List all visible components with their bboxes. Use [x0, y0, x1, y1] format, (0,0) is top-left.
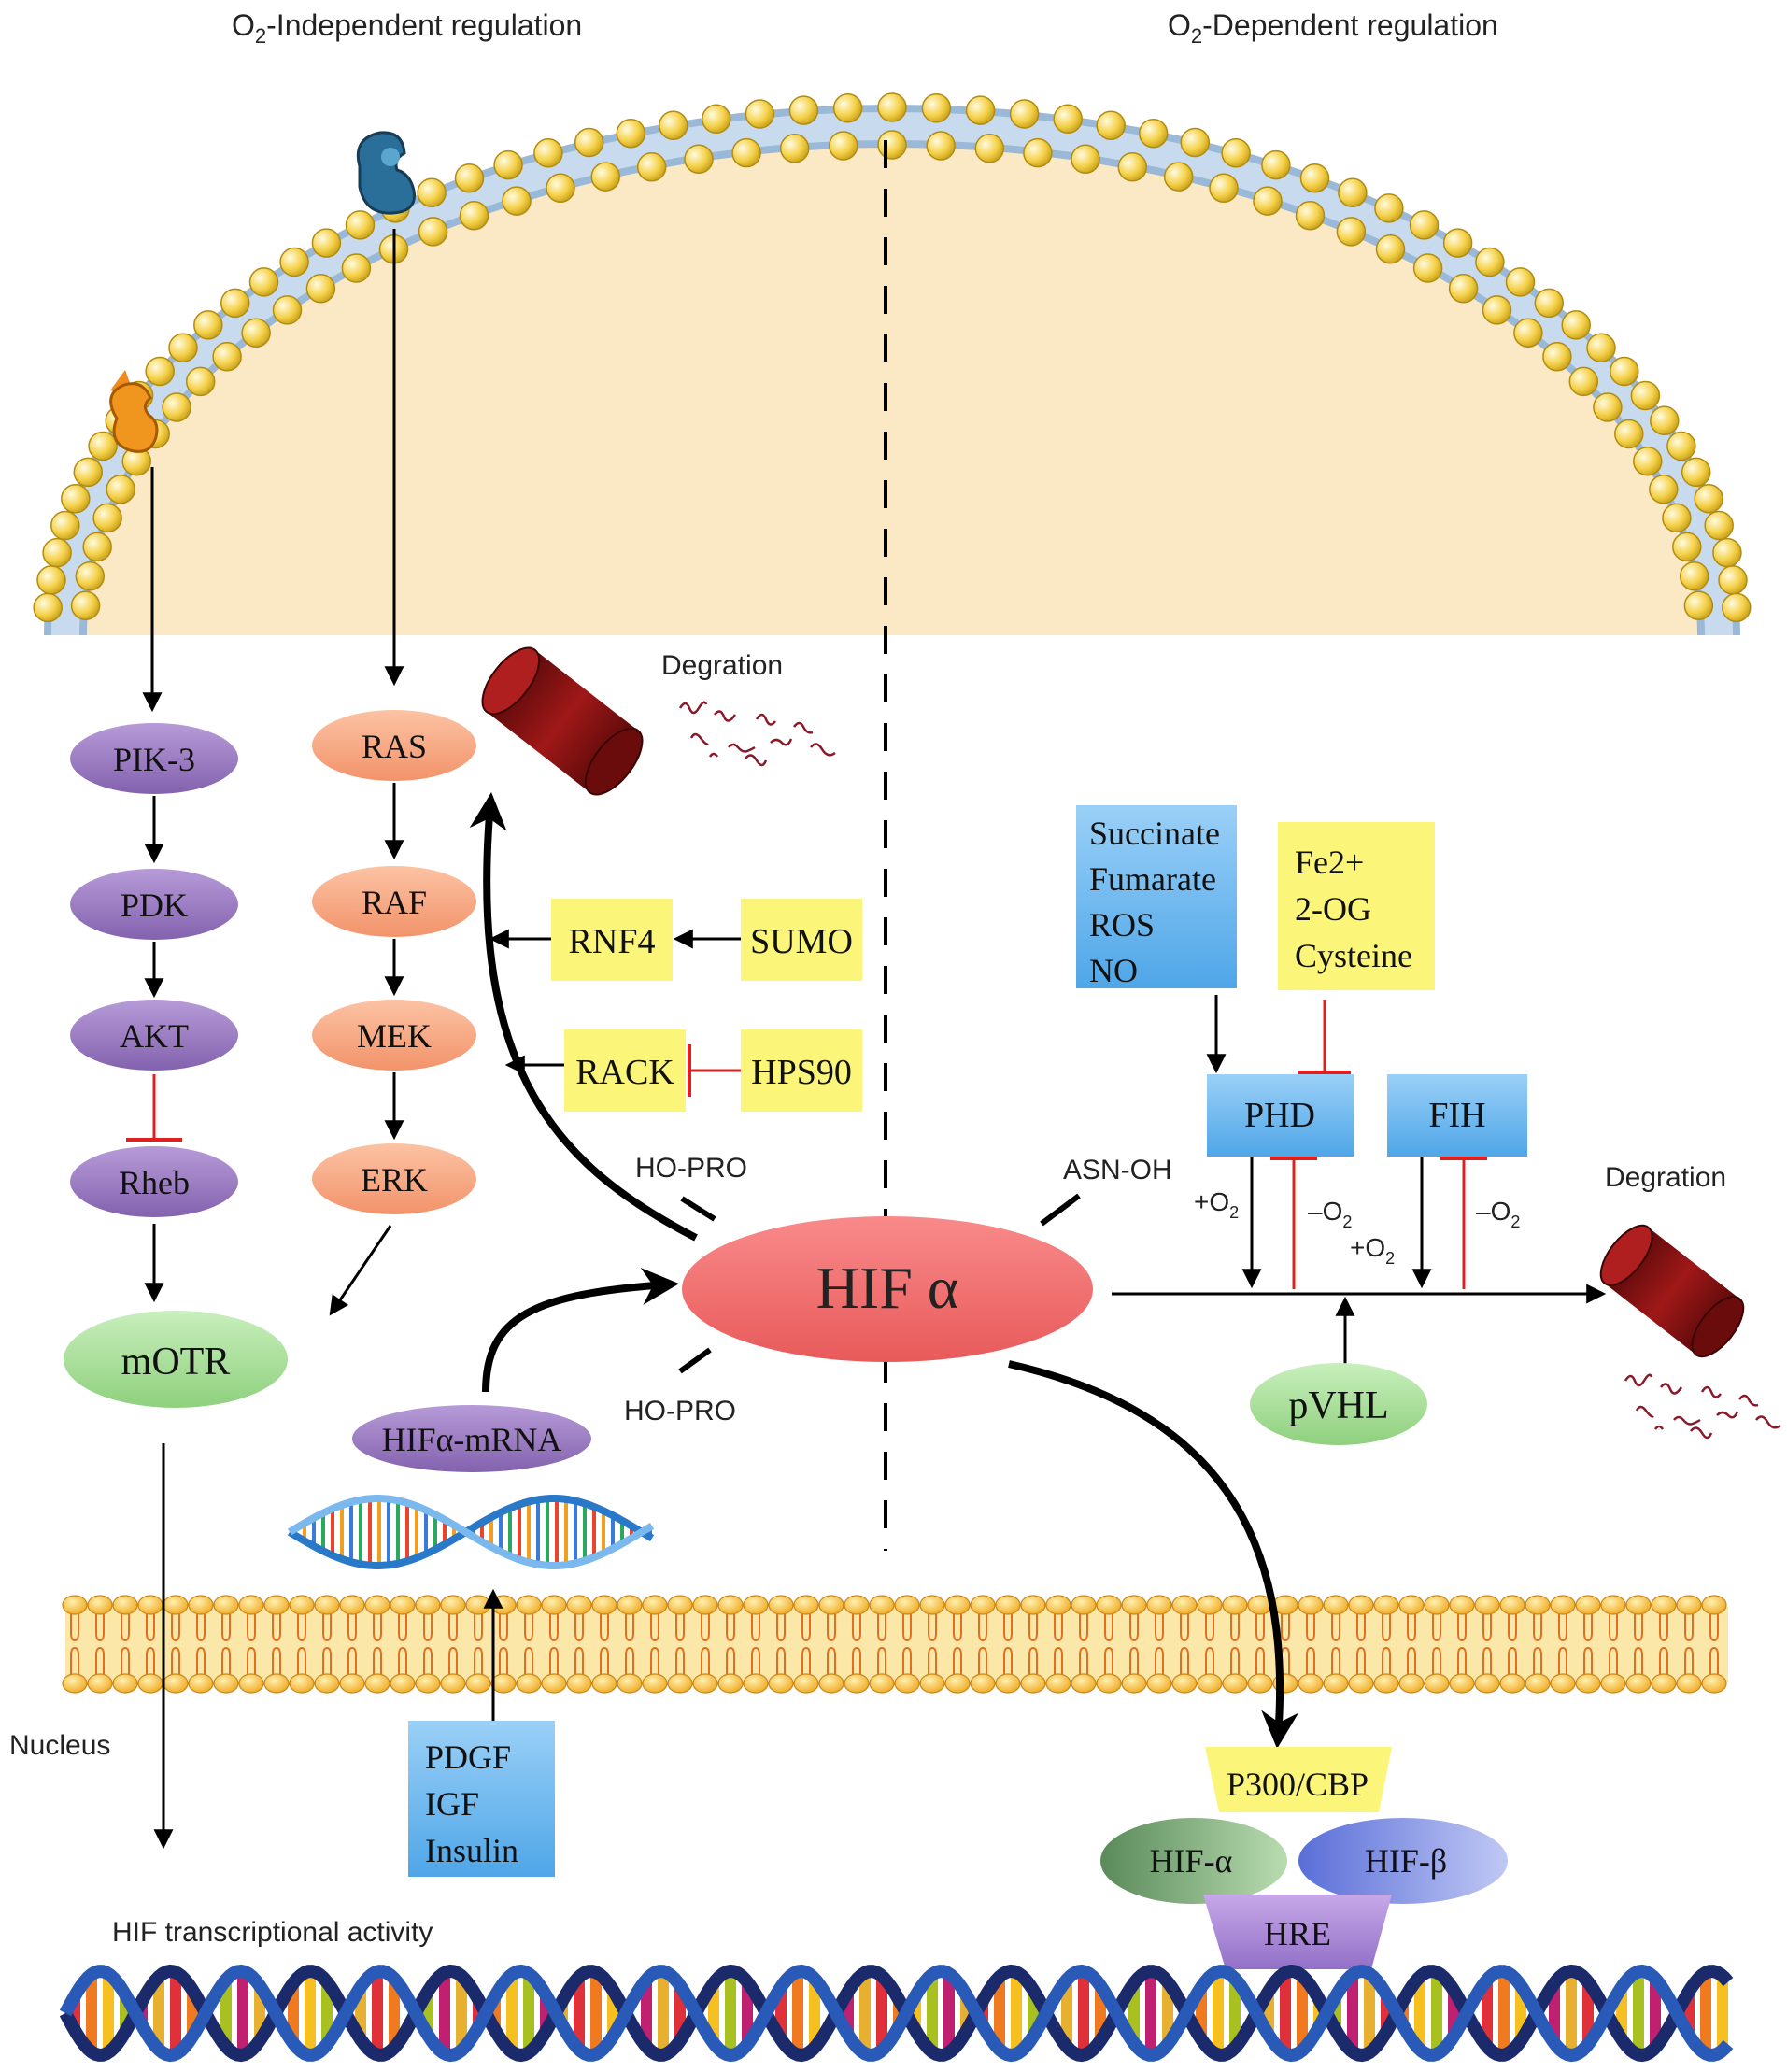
fih-box: FIH [1387, 1074, 1527, 1157]
svg-text:FIH: FIH [1428, 1096, 1485, 1135]
hif-mrna-node [352, 1405, 591, 1472]
node-motr [64, 1311, 288, 1408]
svg-text:Insulin: Insulin [425, 1832, 518, 1869]
pvhl-label: pVHL [1288, 1384, 1388, 1427]
asn-oh-label: ASN-OH [1063, 1155, 1172, 1185]
hif-a-subunit [1100, 1818, 1287, 1904]
node-ras-label: RAS [362, 728, 427, 765]
node-akt [70, 1000, 238, 1071]
sumo-box: SUMO [741, 899, 862, 981]
svg-text:PHD: PHD [1244, 1096, 1315, 1135]
node-raf-label: RAF [362, 884, 427, 921]
proteasome-right-icon [1599, 1224, 1745, 1358]
svg-text:HIF-β: HIF-β [1365, 1842, 1447, 1880]
arrow-hif-to-complex [1008, 1360, 1299, 1749]
node-ras [312, 710, 476, 781]
node-erk [312, 1143, 476, 1214]
arrow-hif-to-proteasome [469, 792, 698, 1242]
node-pik3-label: PIK-3 [113, 741, 195, 778]
proteasome-top-icon [481, 646, 644, 796]
pvhl-node [1250, 1363, 1427, 1445]
pi3k-pathway: PIK-3 PDK AKT Rheb mOTR [64, 467, 288, 1850]
node-akt-label: AKT [120, 1017, 189, 1055]
svg-text:HPS90: HPS90 [751, 1053, 852, 1092]
hif-alpha-node [682, 1216, 1093, 1362]
hre-box [1203, 1895, 1392, 1969]
rna-helix-icon [287, 1495, 655, 1569]
cytoplasm-area [65, 126, 1719, 635]
svg-text:NO: NO [1089, 952, 1138, 989]
hif-alpha-label: HIF α [816, 1255, 959, 1321]
svg-text:RACK: RACK [575, 1053, 674, 1092]
phd-box: PHD [1207, 1074, 1354, 1157]
metabolites-box: Succinate Fumarate ROS NO [1076, 805, 1237, 989]
svg-text:SUMO: SUMO [750, 922, 853, 961]
rack-box: RACK [564, 1029, 686, 1112]
o2-dependent-heading: O2-Dependent regulation [1168, 8, 1498, 48]
svg-text:Fe2+: Fe2+ [1295, 844, 1364, 881]
svg-text:HRE: HRE [1264, 1915, 1331, 1952]
svg-text:PDGF: PDGF [425, 1738, 511, 1776]
node-mek [312, 1000, 476, 1071]
hif-mrna-label: HIFα-mRNA [382, 1421, 562, 1458]
svg-text:RNF4: RNF4 [569, 922, 656, 961]
phd-minus-o2-label: –O2 [1308, 1197, 1352, 1231]
growth-factors-box: PDGF IGF Insulin [408, 1721, 555, 1877]
cell-membrane [33, 92, 1752, 636]
degration-top-label: Degration [661, 650, 783, 681]
o2-independent-heading: O2-Independent regulation [232, 8, 582, 48]
transcription-complex: P300/CBP HIF-α HIF-β HRE [1100, 1747, 1508, 1969]
svg-text:ROS: ROS [1089, 906, 1155, 944]
svg-text:HIF-α: HIF-α [1150, 1842, 1233, 1880]
node-pik3 [70, 723, 238, 794]
receptor-blue-icon [356, 131, 417, 215]
svg-text:Succinate: Succinate [1089, 815, 1220, 852]
svg-text:Cysteine: Cysteine [1295, 937, 1412, 974]
phd-plus-o2-label: +O2 [1194, 1187, 1239, 1222]
node-erk-label: ERK [361, 1161, 428, 1199]
hif-activity-label: HIF transcriptional activity [112, 1917, 433, 1948]
peptide-fragments-top-icon [678, 701, 836, 767]
node-rheb-label: Rheb [119, 1164, 190, 1201]
fih-minus-o2-label: –O2 [1476, 1197, 1520, 1231]
svg-text:P300/CBP: P300/CBP [1227, 1766, 1369, 1803]
svg-text:2-OG: 2-OG [1295, 890, 1371, 928]
arrow-mrna-to-hif [482, 1267, 679, 1393]
node-mek-label: MEK [357, 1017, 432, 1055]
svg-text:IGF: IGF [425, 1785, 479, 1823]
dna-double-helix-icon [59, 1964, 1734, 2063]
fih-plus-o2-label: +O2 [1350, 1233, 1395, 1268]
ras-pathway: RAS RAF MEK ERK [312, 229, 476, 1316]
node-raf [312, 866, 476, 937]
node-motr-label: mOTR [121, 1341, 231, 1384]
node-pdk-label: PDK [121, 887, 188, 924]
nuclear-membrane [62, 1595, 1728, 1694]
svg-text:Fumarate: Fumarate [1089, 860, 1216, 898]
node-pdk [70, 869, 238, 940]
ho-pro-top-label: HO-PRO [635, 1153, 747, 1184]
rnf4-box: RNF4 [551, 899, 673, 981]
p300-cbp-box [1205, 1747, 1392, 1812]
receptor-orange-icon [109, 370, 159, 453]
hif-b-subunit [1298, 1818, 1508, 1904]
ho-pro-bottom-label: HO-PRO [624, 1396, 736, 1426]
peptide-fragments-right-icon [1624, 1373, 1781, 1440]
node-rheb [70, 1146, 238, 1217]
hps90-box: HPS90 [741, 1029, 862, 1112]
degration-right-label: Degration [1605, 1162, 1726, 1193]
cofactors-box: Fe2+ 2-OG Cysteine [1278, 822, 1435, 990]
nucleus-label: Nucleus [9, 1730, 110, 1761]
